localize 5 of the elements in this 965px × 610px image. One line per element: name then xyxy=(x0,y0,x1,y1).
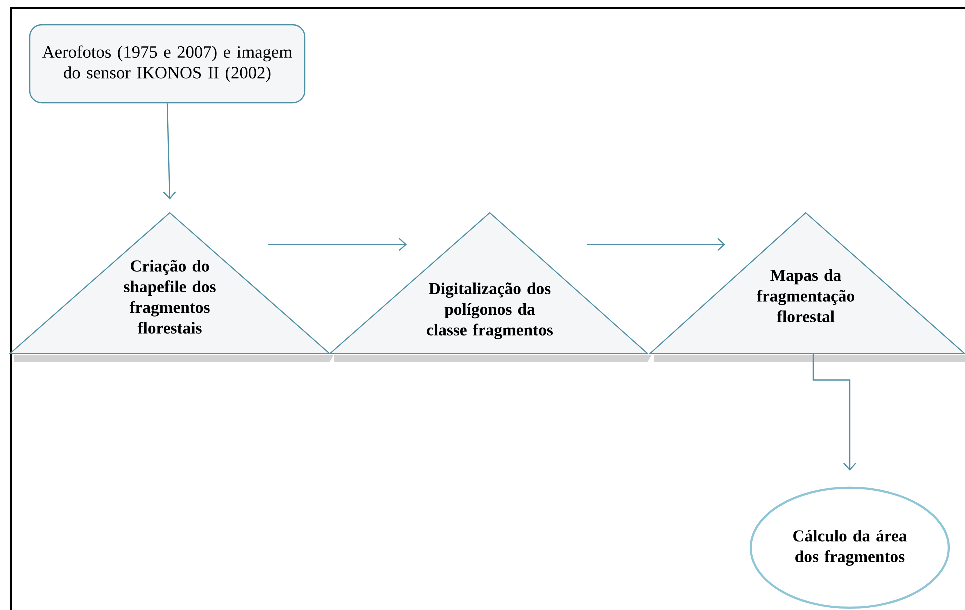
arrow xyxy=(163,104,176,200)
arrow xyxy=(812,354,856,471)
arrow xyxy=(268,238,407,252)
arrow xyxy=(587,238,726,252)
source-box: Aerofotos (1975 e 2007) e imagem do sensor IKONOS II (2002) xyxy=(29,24,306,104)
